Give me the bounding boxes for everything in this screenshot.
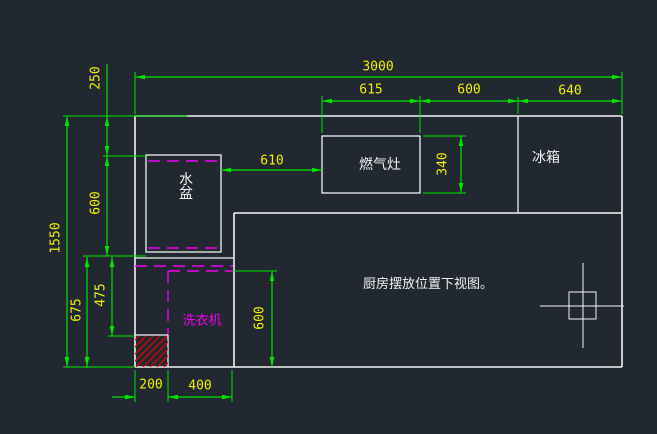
- dim-total-width-value: 3000: [362, 60, 393, 75]
- stove-fixture: 燃气灶: [321, 135, 421, 194]
- dim-bottom-chain: 200 400: [112, 370, 233, 402]
- dim-washer-zone-height-value: 475: [94, 283, 109, 306]
- dim-fridge-width-value: 640: [558, 84, 581, 99]
- sink-label: 水盆: [179, 172, 193, 202]
- hatch-area: [135, 334, 169, 367]
- dim-sink-span-value: 600: [89, 191, 104, 214]
- dim-sink-to-stove: 610: [221, 154, 322, 173]
- hatch-lines: [135, 335, 168, 367]
- dim-total-width: 3000: [134, 60, 623, 114]
- dim-wall-to-sink-value: 250: [89, 66, 104, 89]
- dim-sink-to-stove-value: 610: [260, 154, 283, 169]
- dim-stove-depth-value: 340: [436, 152, 451, 175]
- dim-washer-width-value: 400: [188, 379, 211, 394]
- fridge-label: 冰箱: [532, 150, 560, 166]
- dim-left-stack: 250 600 1550 675 475: [49, 64, 187, 368]
- dim-hatch-width-value: 200: [139, 378, 162, 393]
- dim-washer-depth-value: 600: [253, 306, 268, 329]
- crosshair-icon: [540, 263, 624, 348]
- stove-outline: [321, 135, 421, 194]
- washer-label: 洗衣机: [182, 313, 221, 329]
- dim-stove-depth: 340: [423, 135, 466, 194]
- sink-outline: [145, 154, 222, 253]
- dim-lower-left-height-value: 675: [70, 298, 85, 321]
- dim-washer-depth: 600: [233, 270, 277, 367]
- dim-stove-width-value: 615: [359, 83, 382, 98]
- sink-fixture: 水盆: [145, 154, 222, 253]
- dim-total-height-value: 1550: [49, 222, 64, 253]
- drawing-note: 厨房摆放位置下视图。: [363, 276, 493, 292]
- washer-fixture: 洗衣机: [135, 265, 233, 335]
- dim-top-chain: 615 600 640: [321, 83, 622, 133]
- stove-label: 燃气灶: [359, 156, 401, 173]
- dim-stove-fridge-gap-value: 600: [457, 83, 480, 98]
- room-outline: [134, 115, 623, 368]
